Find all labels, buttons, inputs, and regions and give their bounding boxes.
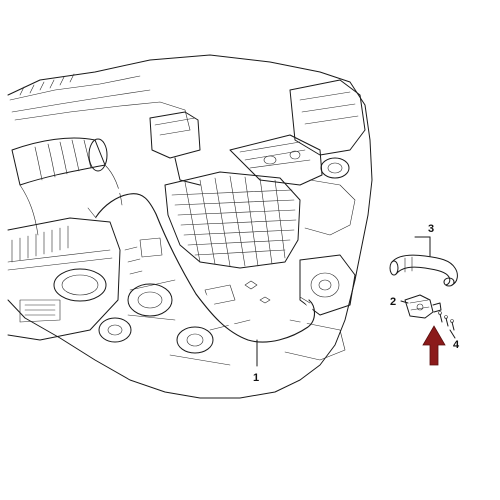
fasteners-part xyxy=(438,311,455,331)
vent-hose-part xyxy=(389,254,458,287)
vent-hose-installed xyxy=(87,185,316,343)
callout-4: 4 xyxy=(453,339,460,351)
callout-1: 1 xyxy=(253,372,259,384)
red-pointer-arrow xyxy=(422,325,446,366)
callout-leaders xyxy=(256,236,456,367)
callout-2: 2 xyxy=(390,296,396,308)
engine-bay-illustration xyxy=(7,54,373,399)
callout-3: 3 xyxy=(428,223,434,235)
vent-valve-part xyxy=(404,294,442,319)
